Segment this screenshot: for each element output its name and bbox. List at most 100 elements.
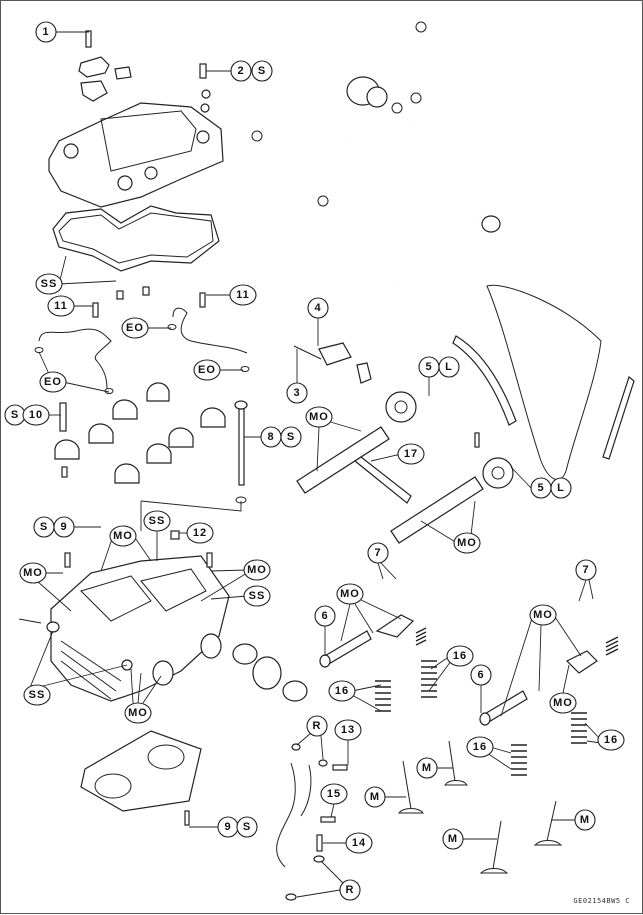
callout-6: 6 xyxy=(470,664,492,686)
callout-text: M xyxy=(370,791,380,803)
callout-bubble xyxy=(397,443,425,465)
callout-bubble xyxy=(466,736,494,758)
callout-text: 1 xyxy=(42,26,49,38)
callout-ss: SS xyxy=(243,585,271,607)
callout-text: S xyxy=(11,409,19,421)
callout-bubble xyxy=(367,542,389,564)
cam-chain-guide xyxy=(452,335,517,426)
callout-bubble xyxy=(22,404,50,426)
callout-text: 14 xyxy=(352,837,366,849)
callout-bubble xyxy=(236,816,258,838)
reference-code: GE02154BW5 C xyxy=(573,897,630,905)
callout-8: 8 xyxy=(260,426,282,448)
callout-text: SS xyxy=(41,278,58,290)
cylinder-head xyxy=(50,555,230,702)
callout-text: MO xyxy=(23,567,43,579)
callout-5: 5 xyxy=(530,477,552,499)
cylinder-head-group xyxy=(18,530,308,702)
rocker-valve-group xyxy=(319,614,619,874)
callout-16: 16 xyxy=(328,680,356,702)
callout-mo: MO xyxy=(453,532,481,554)
lower-oil-pipe-group xyxy=(276,743,348,901)
callout-text: MO xyxy=(457,537,477,549)
callout-bubble xyxy=(320,783,348,805)
callout-bubble xyxy=(575,559,597,581)
bolt-2 xyxy=(199,63,207,79)
callout-16: 16 xyxy=(597,729,625,751)
callout-text: MO xyxy=(553,697,573,709)
callout-text: 7 xyxy=(374,547,381,559)
callout-10: 10 xyxy=(22,404,50,426)
callout-text: 5 xyxy=(425,361,432,373)
callout-text: EO xyxy=(44,376,62,388)
callout-16: 16 xyxy=(446,645,474,667)
callout-bubble xyxy=(345,832,373,854)
callout-bubble xyxy=(23,684,51,706)
callout-text: EO xyxy=(198,364,216,376)
callout-16: 16 xyxy=(466,736,494,758)
callout-r: R xyxy=(339,879,361,901)
callout-text: 16 xyxy=(604,734,618,746)
bolt-10 xyxy=(59,402,67,432)
callout-5: 5 xyxy=(418,356,440,378)
callout-bubble xyxy=(334,719,362,741)
callout-text: R xyxy=(313,720,322,732)
bolt-13 xyxy=(332,764,348,771)
callout-text: 17 xyxy=(404,448,418,460)
callout-s: S xyxy=(251,60,273,82)
callout-text: MO xyxy=(247,564,267,576)
callout-text: L xyxy=(557,482,565,494)
callout-14: 14 xyxy=(345,832,373,854)
valve-1 xyxy=(398,760,424,814)
callout-bubble xyxy=(314,605,336,627)
callout-2: 2 xyxy=(230,60,252,82)
callout-text: S xyxy=(258,65,266,77)
callout-mo: MO xyxy=(124,702,152,724)
camshaft-intake xyxy=(390,476,484,544)
callout-text: 11 xyxy=(54,300,68,312)
callout-bubble xyxy=(597,729,625,751)
callout-s: S xyxy=(33,516,55,538)
callout-3: 3 xyxy=(286,382,308,404)
callout-9: 9 xyxy=(217,816,239,838)
callout-eo: EO xyxy=(39,371,67,393)
callout-text: 16 xyxy=(453,650,467,662)
callout-text: 10 xyxy=(29,409,43,421)
callout-mo: MO xyxy=(529,604,557,626)
callout-m: M xyxy=(416,757,438,779)
callout-bubble xyxy=(446,645,474,667)
callout-13: 13 xyxy=(334,719,362,741)
callout-bubble xyxy=(529,604,557,626)
callout-bubble xyxy=(109,525,137,547)
callout-bubble xyxy=(230,60,252,82)
callout-bubble xyxy=(574,809,596,831)
camshaft-sprocket-lower xyxy=(482,457,514,489)
leader-lines xyxy=(26,31,602,898)
callout-bubble xyxy=(328,680,356,702)
callout-bubble xyxy=(243,559,271,581)
cam-chain-tensioner xyxy=(318,342,352,366)
callout-bubble xyxy=(442,828,464,850)
tensioner-gasket xyxy=(356,362,372,384)
callout-ss: SS xyxy=(143,510,171,532)
callout-mo: MO xyxy=(243,559,271,581)
callout-bubble xyxy=(124,702,152,724)
callout-bubble xyxy=(143,510,171,532)
rocker-arm-left xyxy=(375,614,415,638)
callout-text: 7 xyxy=(582,564,589,576)
callout-bubble xyxy=(35,21,57,43)
valve-springs xyxy=(375,660,587,776)
callout-bubble xyxy=(186,522,214,544)
callout-12: 12 xyxy=(186,522,214,544)
bolt-1 xyxy=(85,30,92,48)
callout-15: 15 xyxy=(320,783,348,805)
chain-tensioner-guide xyxy=(602,375,635,460)
callout-4: 4 xyxy=(307,297,329,319)
callout-l: L xyxy=(550,477,572,499)
callout-m: M xyxy=(574,809,596,831)
callout-eo: EO xyxy=(121,317,149,339)
rocker-arm-right xyxy=(565,650,598,674)
callout-text: SS xyxy=(149,515,166,527)
callout-text: 9 xyxy=(60,521,67,533)
